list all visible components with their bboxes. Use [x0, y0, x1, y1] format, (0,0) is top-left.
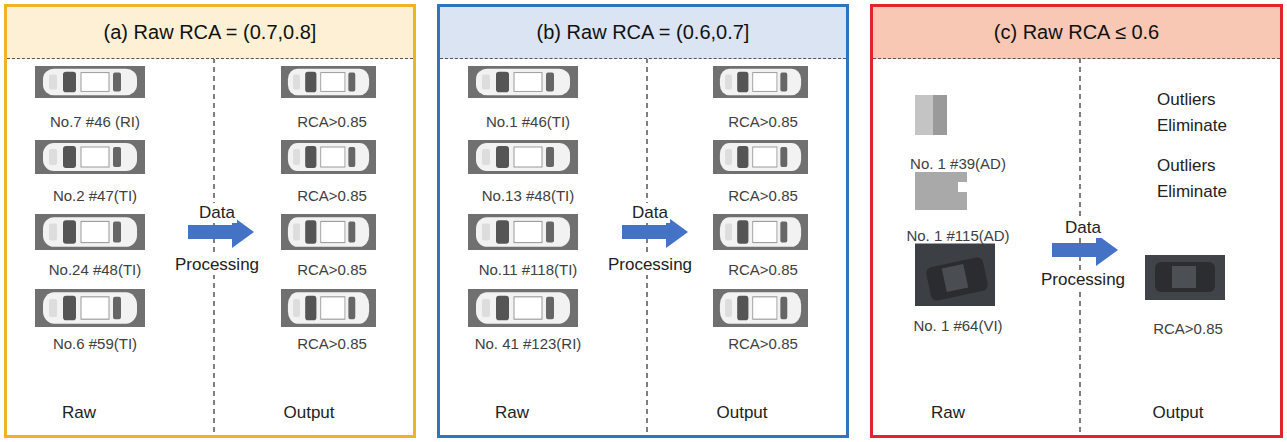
image-label: Processing [1039, 270, 1127, 290]
image-label: Output [714, 403, 769, 423]
car-image [35, 289, 145, 327]
panel-title: (b) Raw RCA = (0.6,0.7] [537, 21, 750, 44]
car-image [281, 214, 376, 250]
process-arrow [1052, 234, 1118, 266]
car-image [468, 289, 578, 327]
image-label: RCA>0.85 [726, 335, 800, 352]
image-label: No. 1 #39(AD) [908, 155, 1008, 172]
outlier-image [915, 95, 947, 135]
car-image [713, 214, 808, 250]
car-image [713, 66, 808, 98]
image-label: Output [1150, 403, 1205, 423]
result-note: Outliers Eliminate [1155, 87, 1251, 140]
car-image [468, 214, 578, 250]
car-image [35, 214, 145, 250]
image-label: No. 1 #64(VI) [911, 317, 1004, 334]
dark-car-image [1145, 255, 1225, 300]
car-image [713, 140, 808, 174]
image-label: Processing [173, 255, 261, 275]
image-label: No.13 #48(TI) [480, 187, 577, 204]
image-label: Data [630, 203, 670, 223]
image-label: No.24 #48(TI) [47, 261, 144, 278]
image-label: No. 41 #123(RI) [473, 335, 584, 352]
divider [213, 58, 215, 436]
image-label: Output [281, 403, 336, 423]
panel-header: (b) Raw RCA = (0.6,0.7] [440, 7, 846, 59]
image-label: Processing [606, 255, 694, 275]
image-label: Raw [929, 403, 967, 423]
panel-box: (c) Raw RCA ≤ 0.6No. 1 #39(AD) No. 1 #115… [870, 4, 1283, 438]
car-image [713, 289, 808, 327]
result-note: Outliers Eliminate [1155, 153, 1251, 206]
panel-box: (b) Raw RCA = (0.6,0.7] No.1 #46(TI) No.13… [437, 4, 849, 438]
image-label: RCA>0.85 [295, 335, 369, 352]
car-image [281, 140, 376, 174]
car-image [35, 140, 145, 174]
image-label: RCA>0.85 [295, 261, 369, 278]
image-label: Data [1063, 218, 1103, 238]
image-label: RCA>0.85 [726, 113, 800, 130]
panel-header: (c) Raw RCA ≤ 0.6 [873, 7, 1280, 59]
image-label: No.7 #46 (RI) [48, 113, 142, 130]
panel-header: (a) Raw RCA = (0.7,0.8] [7, 7, 413, 59]
image-label: No.1 #46(TI) [484, 113, 572, 130]
dark-car-image [915, 240, 995, 306]
image-label: RCA>0.85 [726, 261, 800, 278]
panel-title: (c) Raw RCA ≤ 0.6 [994, 21, 1159, 44]
divider [646, 58, 648, 436]
image-label: RCA>0.85 [726, 187, 800, 204]
image-label: Raw [493, 403, 531, 423]
image-label: No.11 #118(TI) [477, 261, 580, 278]
image-label: No. 1 #115(AD) [904, 227, 1011, 244]
car-image [281, 289, 376, 327]
outlier-image [915, 172, 967, 210]
panel-box: (a) Raw RCA = (0.7,0.8] No.7 #46 (RI) No.2… [4, 4, 416, 438]
image-label: Raw [60, 403, 98, 423]
image-label: RCA>0.85 [295, 113, 369, 130]
car-image [35, 66, 145, 98]
image-label: RCA>0.85 [295, 187, 369, 204]
image-label: RCA>0.85 [1151, 320, 1225, 337]
car-image [468, 66, 578, 98]
car-image [281, 66, 376, 98]
image-label: No.6 #59(TI) [51, 335, 139, 352]
image-label: No.2 #47(TI) [51, 187, 139, 204]
panel-title: (a) Raw RCA = (0.7,0.8] [104, 21, 317, 44]
car-image [468, 140, 578, 174]
image-label: Data [197, 203, 237, 223]
